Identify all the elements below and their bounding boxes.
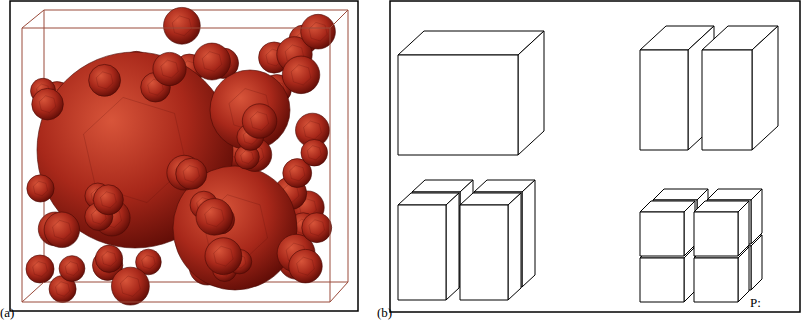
sphere-facet (309, 22, 327, 41)
sphere-facet (307, 146, 321, 160)
sphere-facet (309, 220, 325, 236)
sphere-facet (102, 251, 116, 266)
panel-label: (b) (377, 306, 392, 319)
panel-label: (a) (0, 306, 14, 319)
sphere (153, 52, 186, 85)
sphere (163, 7, 200, 44)
sphere (193, 43, 230, 80)
panel-frame (10, 1, 358, 311)
panel-frame (390, 1, 800, 312)
sphere (205, 238, 242, 275)
sphere (59, 256, 85, 282)
sphere (289, 249, 323, 283)
sphere-facet (290, 165, 305, 181)
sphere-facet (53, 220, 72, 239)
sphere (89, 64, 121, 96)
cube-edge (22, 282, 44, 302)
box-face (751, 235, 762, 290)
box (640, 201, 695, 256)
box-face (684, 201, 695, 256)
sphere (176, 158, 207, 189)
sphere-facet (96, 72, 113, 89)
box-face (702, 50, 752, 150)
sphere-facet (214, 246, 233, 266)
box-face (398, 55, 518, 155)
sphere (111, 267, 149, 305)
box-face (460, 205, 508, 300)
sphere (44, 212, 80, 248)
box-face (518, 31, 544, 155)
sphere-facet (172, 16, 191, 36)
sphere-facet (241, 150, 254, 163)
cube-edge (22, 28, 330, 302)
sphere-facet (304, 121, 322, 139)
box-face (752, 26, 778, 150)
box-face (522, 180, 535, 287)
box-face (738, 247, 749, 302)
sphere-facet (297, 257, 315, 275)
sphere (242, 104, 277, 139)
box-face (684, 247, 695, 302)
box-face (446, 193, 459, 300)
box (694, 201, 749, 256)
sphere-facet (291, 65, 311, 85)
panel-label: P: (750, 296, 761, 309)
sphere-facet (39, 96, 56, 113)
cube-edge (22, 10, 44, 28)
box-face (640, 50, 688, 150)
sphere-facet (205, 207, 224, 227)
wireframe-cube (22, 10, 348, 302)
sphere (32, 88, 64, 120)
sphere-facet (120, 276, 140, 296)
box-face (640, 258, 684, 302)
sphere-facet (251, 112, 269, 131)
box-face (398, 205, 446, 300)
box-face (694, 212, 738, 256)
sphere-facet (33, 181, 47, 196)
sphere (196, 199, 233, 236)
sphere (301, 139, 328, 166)
box-face (694, 258, 738, 302)
sphere-facet (33, 261, 48, 276)
sphere-packing (26, 7, 335, 305)
box-face (738, 201, 749, 256)
sphere-facet (142, 255, 155, 269)
sphere (26, 255, 54, 283)
cube-edge (330, 282, 348, 302)
box (460, 193, 521, 300)
box-face (508, 193, 521, 300)
sphere (93, 185, 123, 215)
sphere-facet (55, 282, 69, 297)
cube-edge (330, 10, 348, 28)
sphere (302, 213, 332, 243)
sphere-facet (202, 52, 221, 72)
sphere (282, 56, 320, 94)
sphere (210, 70, 290, 150)
box (702, 26, 778, 150)
sphere (27, 175, 54, 202)
sphere-facet (161, 60, 178, 78)
sphere-facet (183, 165, 199, 182)
box-face (751, 189, 762, 244)
sphere (95, 245, 122, 272)
sphere-facet (65, 262, 79, 276)
box (398, 31, 544, 155)
box (398, 193, 459, 300)
box-face (640, 212, 684, 256)
sphere-facet (100, 192, 116, 208)
sphere (37, 52, 233, 248)
box-subdivision (398, 26, 778, 302)
